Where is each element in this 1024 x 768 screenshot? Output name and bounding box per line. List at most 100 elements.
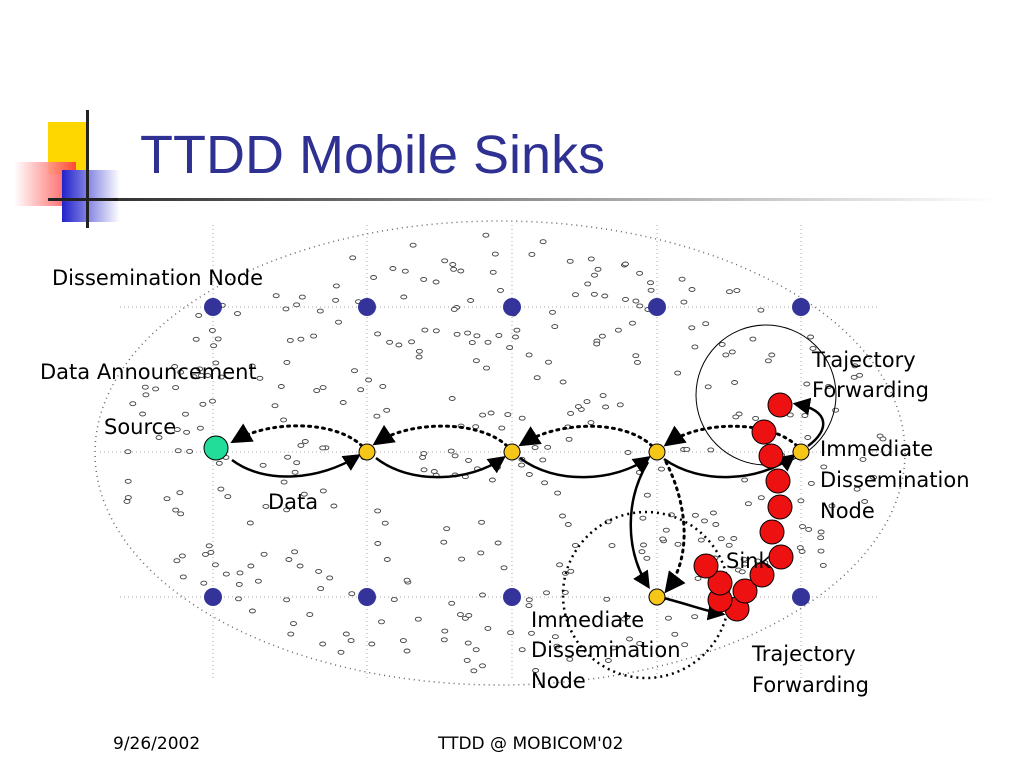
sensor-node xyxy=(319,445,327,451)
sensor-node xyxy=(378,619,385,625)
sensor-node xyxy=(374,331,382,337)
sensor-node xyxy=(525,603,533,609)
sensor-node xyxy=(379,383,387,389)
sensor-node xyxy=(805,526,813,532)
sensor-node xyxy=(671,631,679,637)
sensor-node xyxy=(465,457,472,463)
sensor-node xyxy=(556,562,564,568)
dissemination-node-label: Dissemination Node xyxy=(52,266,263,290)
sensor-node xyxy=(819,562,827,568)
sensor-node xyxy=(616,402,624,408)
sensor-node xyxy=(179,574,187,580)
sensor-node xyxy=(284,454,292,460)
sensor-node xyxy=(211,562,219,568)
sensor-node xyxy=(365,377,373,383)
dissemination-node xyxy=(204,588,222,606)
sensor-node xyxy=(348,591,356,597)
sensor-node xyxy=(337,649,345,655)
sensor-node xyxy=(587,420,595,426)
sensor-node xyxy=(634,359,641,365)
sink-position xyxy=(759,519,785,545)
sensor-node xyxy=(195,312,203,318)
immediate-dissemination-right-label: Immediate Dissemination Node xyxy=(820,437,976,523)
sensor-node xyxy=(403,577,411,583)
sensor-node xyxy=(293,460,301,466)
sensor-node xyxy=(559,513,566,519)
sensor-node xyxy=(479,592,486,598)
sensor-node xyxy=(565,436,573,442)
dissemination-node xyxy=(503,298,521,316)
sensor-node xyxy=(624,450,632,455)
sensor-node xyxy=(448,600,456,606)
sensor-node xyxy=(204,373,212,378)
sensor-node xyxy=(701,518,708,524)
sensor-node xyxy=(674,541,682,547)
sensor-node xyxy=(291,549,299,555)
sensor-node xyxy=(752,415,760,421)
sink-position xyxy=(693,553,719,579)
sensor-node xyxy=(186,448,194,454)
sensor-node xyxy=(202,551,209,557)
sensor-node xyxy=(796,545,804,551)
sensor-node xyxy=(493,465,501,470)
sensor-node xyxy=(622,261,629,267)
sensor-node xyxy=(415,348,423,354)
sensor-node xyxy=(636,641,644,647)
sensor-node xyxy=(282,306,290,312)
sensor-node xyxy=(465,612,473,618)
sensor-node xyxy=(539,239,547,245)
sensor-node xyxy=(313,388,321,394)
sensor-node xyxy=(603,596,611,602)
sensor-node xyxy=(207,549,215,555)
sensor-node xyxy=(500,565,508,571)
sensor-node xyxy=(728,349,736,355)
sensor-node xyxy=(298,294,306,300)
sensor-node xyxy=(768,352,776,358)
sensor-node xyxy=(432,328,440,334)
sensor-node xyxy=(272,293,280,299)
sensor-node xyxy=(861,499,869,504)
sensor-node xyxy=(484,339,492,345)
sensor-node xyxy=(507,630,515,636)
sensor-node xyxy=(803,381,811,387)
sensor-node xyxy=(636,303,644,309)
data-announcement-arrows xyxy=(230,423,799,594)
sensor-node xyxy=(632,353,640,359)
sensor-node xyxy=(174,448,182,454)
sensor-node xyxy=(451,453,459,459)
sensor-node xyxy=(383,557,391,562)
sensor-node xyxy=(659,536,667,542)
sensor-node xyxy=(691,614,699,620)
sensor-node xyxy=(853,486,861,492)
dissemination-node xyxy=(358,298,376,316)
sensor-node xyxy=(467,298,475,303)
sensor-node xyxy=(141,384,149,390)
sensor-node xyxy=(450,306,458,312)
sensor-node xyxy=(374,508,382,514)
sensor-node xyxy=(491,251,499,257)
sensor-node xyxy=(177,369,185,375)
sensor-node xyxy=(567,410,575,416)
sensor-node xyxy=(528,630,535,636)
sensor-node xyxy=(152,386,160,392)
immediate-dissemination-bottom-label: Immediate Dissemination Node xyxy=(531,608,687,693)
sensor-node xyxy=(260,551,268,557)
sensor-node xyxy=(518,462,526,468)
sensor-node xyxy=(741,477,749,483)
sensor-node xyxy=(614,327,622,333)
sensor-node xyxy=(448,396,456,401)
sensor-node xyxy=(525,352,533,358)
sensor-node xyxy=(296,563,304,569)
slide-logo xyxy=(0,110,140,230)
sensor-node xyxy=(235,596,242,602)
dissemination-node xyxy=(792,588,810,606)
sensor-node xyxy=(532,668,540,673)
sensor-node xyxy=(859,456,867,462)
sensor-node xyxy=(447,448,455,454)
sensor-node xyxy=(464,640,472,646)
sensor-node xyxy=(543,590,550,596)
sensor-node xyxy=(664,615,672,621)
sensor-node xyxy=(691,344,699,350)
sensor-node xyxy=(351,368,358,374)
sensor-node xyxy=(259,462,267,468)
